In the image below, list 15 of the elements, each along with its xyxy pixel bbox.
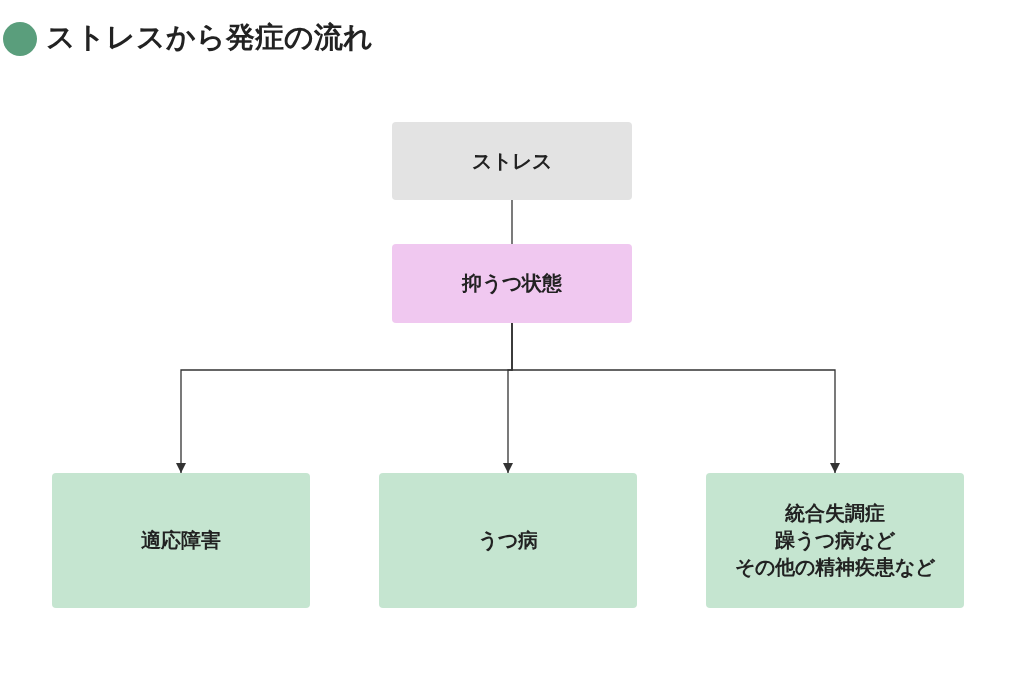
node-label: 統合失調症 <box>785 500 885 527</box>
disorder-box <box>706 473 964 608</box>
stress-box <box>392 122 632 200</box>
node-label: 適応障害 <box>141 527 221 554</box>
node-label: 抑うつ状態 <box>462 270 562 297</box>
arrow <box>511 322 840 474</box>
connector-line <box>511 199 513 245</box>
depressive-state-box <box>392 244 632 323</box>
node-label: うつ病 <box>478 527 538 554</box>
disorder-box <box>379 473 637 608</box>
node-label: ストレス <box>472 147 552 175</box>
disorder-box <box>52 473 310 608</box>
node-label: その他の精神疾患など <box>735 554 935 581</box>
diagram-title: ストレスから発症の流れ <box>46 19 373 56</box>
node-label: 躁うつ病など <box>775 527 895 554</box>
